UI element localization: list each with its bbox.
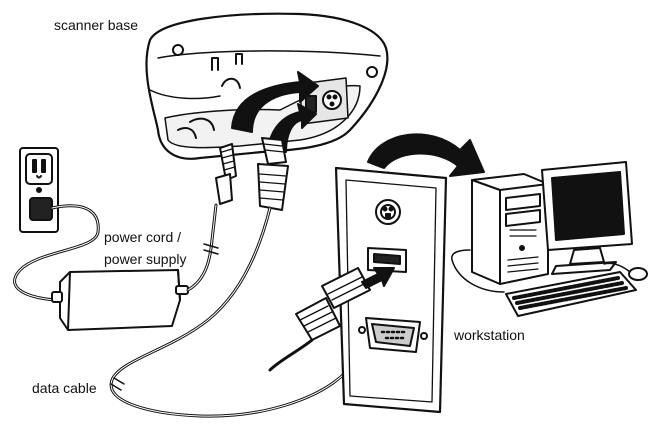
scanner-base [145,12,389,160]
panel-to-computer-arrow [367,133,485,177]
power-cord [13,204,100,302]
workstation-back-panel [334,166,448,414]
computer-tower [471,173,549,285]
mouse [603,262,648,281]
power-plug-connector [215,143,237,205]
label-workstation: workstation [454,327,525,343]
power-supply-brick [51,269,189,331]
wall-outlet [19,147,59,233]
label-power-supply: power supply [104,251,187,267]
label-power-cord: power cord / [104,229,182,245]
label-scanner-base: scanner base [54,17,139,33]
label-data-cable: data cable [32,380,97,396]
usb-plug-workstation [268,267,395,372]
data-cable-scanner-end [109,137,350,418]
keyboard [451,249,637,317]
computer-monitor [541,161,633,275]
power-supply-cable [186,203,219,292]
